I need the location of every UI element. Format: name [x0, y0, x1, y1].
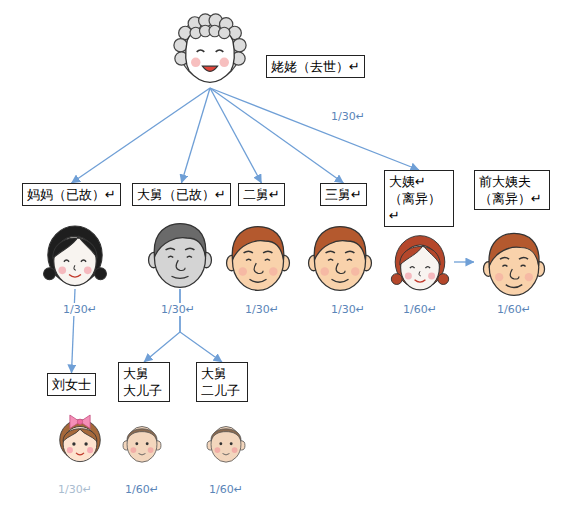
family-arrow — [181, 88, 210, 183]
name-box: 大姨↵ （离异）↵ — [384, 170, 454, 227]
name-text: 大姨↵ （离异）↵ — [389, 173, 449, 224]
name-text: 姥姥（去世）↵ — [271, 58, 360, 75]
person-node: 刘女士 — [47, 373, 107, 467]
name-box: 大舅 二儿子 — [196, 362, 248, 402]
boy-face — [123, 426, 161, 462]
family-arrow — [210, 88, 261, 183]
name-box: 二舅↵ — [238, 183, 285, 206]
girl-face — [60, 415, 101, 462]
name-text: 大舅 大儿子 — [123, 365, 165, 399]
family-arrow — [210, 88, 343, 183]
person-node: 大舅 二儿子 — [196, 362, 249, 465]
person-node: 姥姥（去世）↵ — [172, 12, 365, 88]
person-node: 三舅↵ — [306, 183, 374, 292]
third-uncle-face — [309, 227, 372, 291]
share-fraction: 1/60↵ — [401, 303, 439, 316]
ex-uncle-face — [483, 233, 544, 295]
share-fraction: 1/30↵ — [159, 303, 197, 316]
family-arrow — [144, 289, 180, 362]
person-node: 大舅 大儿子 — [118, 362, 170, 465]
aunt-face — [391, 236, 448, 290]
person-node: 大舅（已故）↵ — [132, 183, 231, 289]
name-text: 二舅↵ — [243, 186, 280, 203]
name-text: 妈妈（已故）↵ — [27, 186, 116, 203]
name-text: 大舅（已故）↵ — [137, 186, 226, 203]
family-arrow — [454, 261, 474, 262]
name-text: 大舅 二儿子 — [201, 365, 243, 399]
share-fraction: 1/60↵ — [207, 483, 245, 496]
person-node: 二舅↵ — [224, 183, 292, 292]
person-node: 妈妈（已故）↵ — [22, 183, 121, 289]
person-node: 大姨↵ （离异）↵ — [384, 170, 454, 293]
family-arrow — [210, 88, 419, 170]
name-box: 姥姥（去世）↵ — [266, 55, 365, 78]
share-fraction: 1/60↵ — [495, 303, 533, 316]
name-text: 刘女士 — [52, 376, 91, 393]
name-box: 三舅↵ — [320, 183, 367, 206]
share-fraction: 1/30↵ — [329, 110, 367, 123]
name-box: 前大姨夫 （离异）↵ — [474, 170, 550, 210]
share-fraction: 1/30↵ — [61, 303, 99, 316]
name-box: 刘女士 — [47, 373, 96, 396]
share-fraction: 1/60↵ — [123, 483, 161, 496]
mother-face — [44, 226, 107, 286]
share-fraction: 1/30↵ — [329, 303, 367, 316]
grandma-face — [174, 14, 246, 82]
second-uncle-face — [227, 227, 290, 291]
name-text: 前大姨夫 （离异）↵ — [479, 173, 545, 207]
share-fraction: 1/30↵ — [243, 303, 281, 316]
family-arrow — [72, 289, 76, 373]
share-fraction: 1/30↵ — [56, 483, 94, 496]
name-text: 三舅↵ — [325, 186, 362, 203]
boy-face — [207, 426, 245, 462]
person-node: 前大姨夫 （离异）↵ — [474, 170, 550, 297]
family-arrow — [180, 289, 222, 362]
eldest-uncle-face — [149, 224, 212, 288]
family-arrow — [71, 88, 210, 183]
name-box: 妈妈（已故）↵ — [22, 183, 121, 206]
name-box: 大舅（已故）↵ — [132, 183, 231, 206]
name-box: 大舅 大儿子 — [118, 362, 170, 402]
